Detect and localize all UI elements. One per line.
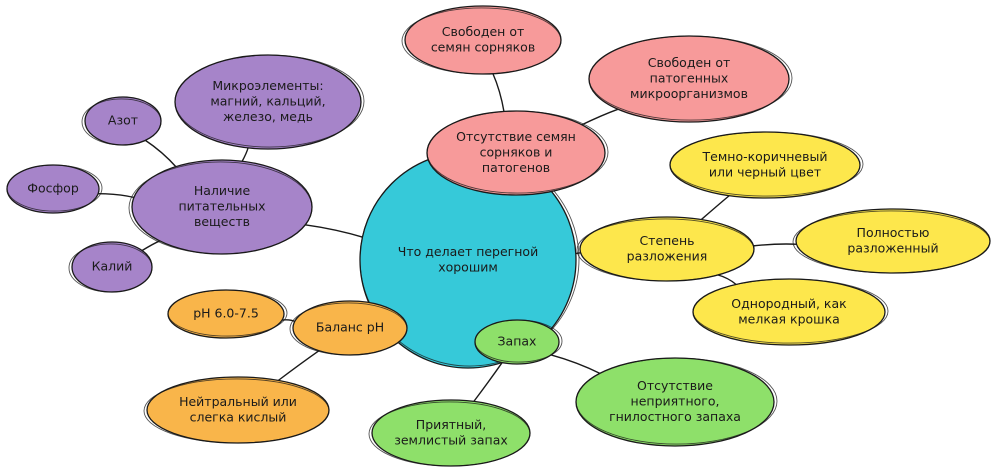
node-pathogen-free-label-line: микроорганизмов: [630, 86, 748, 101]
node-nitrogen[interactable]: Азот: [81, 96, 162, 146]
node-weed-free-sketch-outline: [401, 7, 562, 75]
node-no-weeds-pathogens-sketch-outline: [426, 110, 609, 194]
node-microelements-label-line: магний, кальций,: [210, 94, 325, 109]
node-fully-decomposed-label-line: Полностью: [857, 225, 930, 240]
node-ph-range[interactable]: pH 6.0-7.5: [167, 289, 288, 339]
edge-nutrients-to-nitrogen: [144, 139, 178, 169]
node-no-weeds-pathogens-label-line: сорняков и: [480, 145, 553, 160]
node-neutral-acidic-sketch-outline: [143, 378, 330, 444]
node-neutral-acidic-label-line: слегка кислый: [190, 409, 287, 424]
node-nutrients-label-line: веществ: [194, 214, 250, 229]
node-no-weeds-pathogens-label-line: патогенов: [482, 160, 550, 175]
edge-decomposition-to-dark-brown: [699, 194, 731, 221]
edge-center-to-nutrients: [302, 223, 366, 239]
node-decomposition-sketch-outline: [576, 218, 755, 282]
node-ph-balance-sketch-outline: [289, 302, 408, 356]
node-neutral-acidic-label-line: Нейтральный или: [179, 394, 297, 409]
node-potassium-label-line: Калий: [92, 259, 133, 274]
node-nutrients-label-line: питательных: [178, 199, 265, 214]
node-uniform-crumb-label-line: мелкая крошка: [738, 311, 840, 326]
node-potassium[interactable]: Калий: [68, 241, 153, 293]
edge-ph-balance-to-neutral-acidic: [276, 349, 321, 382]
edge-nutrients-to-phosphorus: [96, 193, 137, 199]
node-no-rotten-smell-label-line: Отсутствие: [637, 378, 713, 393]
node-pathogen-free-label-line: патогенных: [650, 71, 729, 86]
node-pleasant-earthy-label-line: землистый запах: [394, 432, 508, 447]
node-no-weeds-pathogens-label-line: Отсутствие семян: [456, 129, 576, 144]
node-ph-balance-label-line: Баланс pH: [316, 320, 384, 335]
node-dark-brown-sketch-outline: [669, 131, 864, 197]
node-phosphorus-label-line: Фосфор: [27, 181, 79, 196]
node-no-rotten-smell-label-line: гнилостного запаха: [609, 409, 741, 424]
node-weed-free-label-line: семян сорняков: [431, 39, 535, 54]
node-pathogen-free-label-line: Свободен от: [648, 55, 731, 70]
node-pleasant-earthy-sketch-outline: [368, 401, 531, 467]
node-center-label-line: Что делает перегной: [398, 244, 538, 259]
node-decomposition-label-line: разложения: [627, 248, 708, 263]
node-microelements-label-line: железо, медь: [223, 109, 313, 124]
node-ph-range-sketch-outline: [167, 289, 288, 337]
edge-no-weeds-pathogens-to-pathogen-free: [579, 108, 621, 127]
node-smell-sketch-outline: [474, 319, 563, 363]
edge-nutrients-to-microelements: [241, 146, 249, 163]
node-dark-brown-label-line: или черный цвет: [709, 164, 821, 179]
edge-no-weeds-pathogens-to-weed-free: [492, 72, 505, 113]
node-fully-decomposed-sketch-outline: [792, 210, 991, 274]
node-pleasant-earthy[interactable]: Приятный,землистый запах: [368, 399, 531, 467]
node-decomposition-label-line: Степень: [639, 233, 694, 248]
node-uniform-crumb-sketch-outline: [692, 278, 889, 344]
node-pleasant-earthy-label-line: Приятный,: [416, 417, 486, 432]
node-fully-decomposed-label-line: разложенный: [847, 240, 938, 255]
edge-decomposition-to-fully-decomposed: [751, 243, 800, 247]
node-microelements-label-line: Микроэлементы:: [212, 78, 323, 93]
node-microelements-sketch-outline: [174, 54, 365, 148]
node-center-label-line: хорошим: [438, 259, 498, 274]
edge-decomposition-to-uniform-crumb: [715, 273, 738, 286]
node-ph-balance[interactable]: Баланс pH: [289, 300, 408, 356]
node-weed-free-label-line: Свободен от: [442, 24, 525, 39]
node-pathogen-free-sketch-outline: [588, 35, 793, 121]
node-potassium-sketch-outline: [68, 243, 153, 293]
node-smell-label-line: Запах: [498, 334, 537, 349]
node-uniform-crumb-label-line: Однородный, как: [731, 296, 847, 311]
node-dark-brown-label-line: Темно-коричневый: [702, 149, 828, 164]
node-no-rotten-smell-sketch-outline: [575, 357, 778, 445]
node-phosphorus[interactable]: Фосфор: [6, 164, 103, 214]
node-nutrients-sketch-outline: [128, 161, 313, 255]
node-ph-range-label-line: pH 6.0-7.5: [193, 306, 259, 321]
node-smell[interactable]: Запах: [474, 319, 563, 365]
node-microelements[interactable]: Микроэлементы:магний, кальций,железо, ме…: [174, 54, 365, 150]
node-nitrogen-label-line: Азот: [108, 113, 138, 128]
node-phosphorus-sketch-outline: [6, 164, 103, 212]
node-nutrients-label-line: Наличие: [194, 183, 251, 198]
node-nitrogen-sketch-outline: [81, 98, 162, 146]
edge-smell-to-pleasant-earthy: [472, 361, 504, 403]
edge-smell-to-no-rotten-smell: [549, 354, 602, 375]
node-no-rotten-smell-label-line: неприятного,: [631, 394, 720, 409]
